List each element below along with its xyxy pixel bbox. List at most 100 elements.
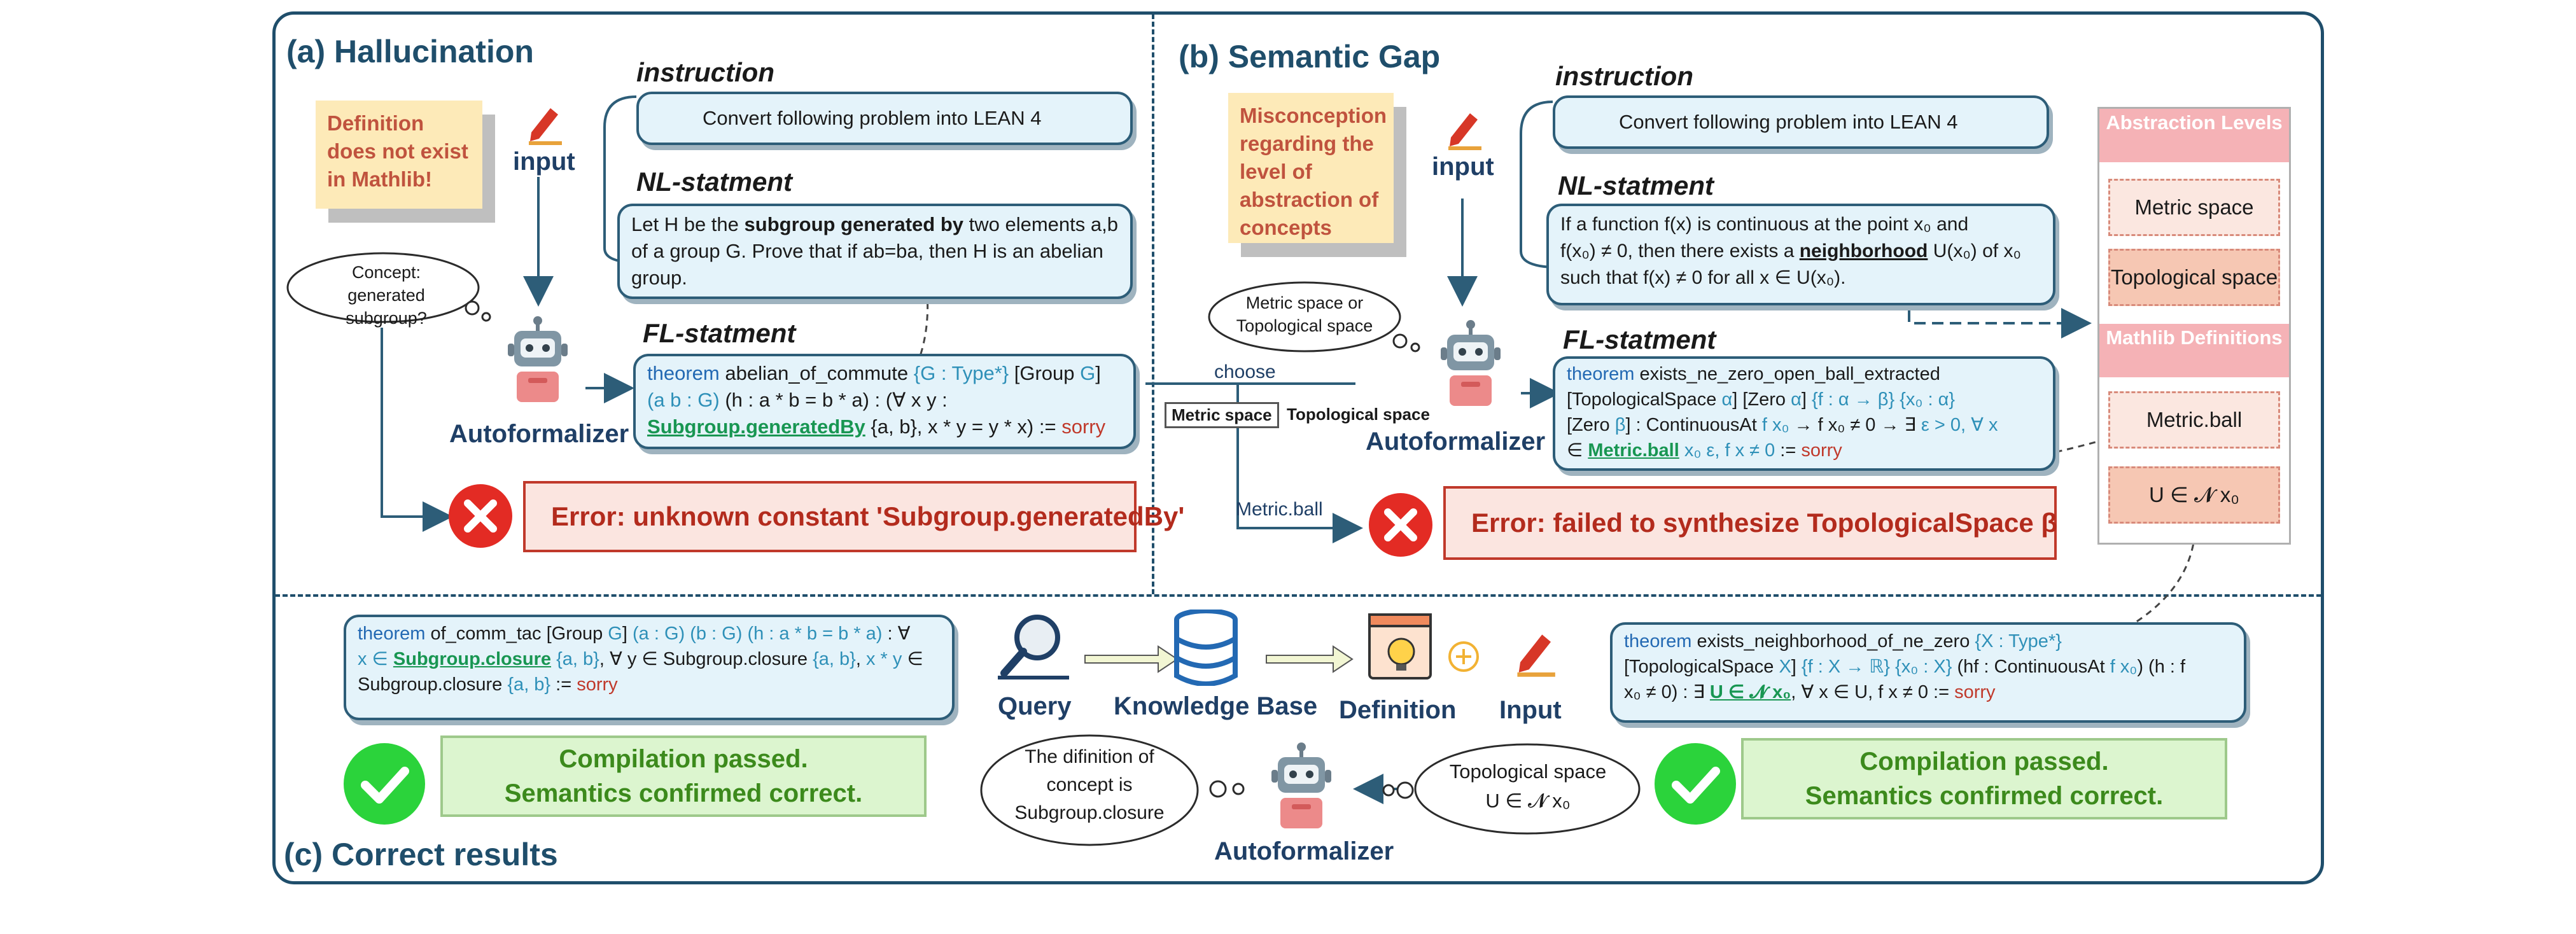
code-part: ε > 0, ∀ x (1921, 415, 1998, 435)
code-part: {f : α → β} {x₀ : α} (1811, 389, 1956, 410)
abstraction-item-metric: Metric space (2108, 179, 2280, 236)
panel-c-right-ok: Compilation passed. Semantics confirmed … (1741, 738, 2227, 819)
code-part: [Zero (1567, 415, 1615, 435)
robot-icon (1266, 741, 1336, 830)
code-name: exists_ne_zero_open_ball_extracted (1634, 364, 1940, 384)
wrong-abstraction-term: Metric.ball (1588, 440, 1679, 461)
panel-b-fl-box: theorem exists_ne_zero_open_ball_extract… (1553, 356, 2055, 471)
panel-b-nl-box: If a function f(x) is continuous at the … (1546, 204, 2055, 305)
panel-divider-vertical (1152, 14, 1154, 594)
code-part: ] (622, 624, 633, 644)
code-part: x * y (865, 649, 902, 669)
panel-divider-horizontal (275, 594, 2321, 597)
nl-line: f(x₀) ≠ 0, then there exists a (1560, 240, 1800, 261)
code-part: of_comm_tac [Group (425, 624, 608, 644)
check-icon (1653, 742, 1737, 826)
code-part: {a, b} (813, 649, 856, 669)
panel-c-title: (c) Correct results (284, 837, 558, 872)
code-part: X (1779, 657, 1791, 677)
panel-b-choice-metric: Metric space (1165, 402, 1279, 428)
code-part: Subgroup.closure (358, 674, 508, 695)
code-part: exists_neighborhood_of_ne_zero (1691, 631, 1975, 652)
code-part: {G : Type*} (913, 362, 1009, 384)
pencil-icon (525, 102, 564, 146)
ok-line: Semantics confirmed correct. (504, 779, 863, 807)
nl-line: If a function f(x) is continuous at the … (1560, 214, 1969, 235)
panel-b-title: (b) Semantic Gap (1179, 39, 1441, 74)
panel-b-agent-label: Autoformalizer (1366, 428, 1546, 456)
code-sorry: sorry (1954, 682, 1996, 702)
database-icon (1171, 608, 1241, 687)
error-x-icon (447, 482, 514, 550)
code-part: , ∀ y ∈ Subgroup.closure (599, 649, 813, 669)
code-part: β (1614, 415, 1626, 435)
mathlib-item-metric-ball: Metric.ball (2108, 391, 2280, 449)
code-part: ] (1095, 362, 1101, 384)
ok-line: Compilation passed. (559, 745, 808, 773)
code-part: (hf : ContinuousAt (1952, 657, 2110, 677)
code-sorry: sorry (1801, 440, 1842, 461)
knowledge-base-label: Knowledge Base (1114, 692, 1318, 720)
panel-a-fl-heading: FL-statment (643, 318, 796, 348)
panel-b-instruction-heading: instruction (1555, 61, 1693, 91)
panel-c-left-ok: Compilation passed. Semantics confirmed … (440, 735, 927, 817)
error-x-icon (1367, 491, 1434, 559)
code-part: [TopologicalSpace (1567, 389, 1722, 410)
mathlib-definitions-header: Mathlib Definitions (2099, 324, 2289, 377)
nl-text-bold: subgroup generated by (744, 213, 963, 235)
code-part: → f x₀ ≠ 0 → ∃ (1789, 415, 1921, 435)
code-part: [TopologicalSpace (1624, 657, 1779, 677)
panel-a-agent-label: Autoformalizer (449, 420, 629, 448)
code-part: G (608, 624, 622, 644)
panel-c-thought-left: The difinition of concept is Subgroup.cl… (975, 729, 1255, 850)
input-label: Input (1499, 696, 1562, 724)
code-part: ] [Zero (1732, 389, 1791, 410)
panel-b-thought-cloud: Metric space or Topological space (1203, 277, 1425, 360)
code-part: ] (1791, 657, 1802, 677)
panel-c-agent-label: Autoformalizer (1214, 837, 1394, 865)
panel-c-right-code: theorem exists_neighborhood_of_ne_zero {… (1610, 622, 2246, 723)
panel-a-note: Definition does not exist in Mathlib! (316, 101, 482, 209)
ok-line: Compilation passed. (1859, 748, 2109, 776)
code-part: [Group (1009, 362, 1081, 384)
nl-neighborhood: neighborhood (1799, 240, 1928, 261)
code-keyword: theorem (1624, 631, 1692, 652)
code-part: α (1791, 389, 1802, 410)
mathlib-item-neighborhood: U ∈ 𝓝 x₀ (2108, 466, 2280, 524)
code-name: abelian_of_commute (719, 362, 914, 384)
code-part: G (1080, 362, 1096, 384)
code-part: f x₀ (2110, 657, 2138, 677)
code-part: {a, b}, x * y = y * x) := (865, 415, 1062, 438)
magnifier-icon (995, 612, 1072, 682)
code-keyword: theorem (358, 624, 426, 644)
correct-term-closure: Subgroup.closure (393, 649, 552, 669)
panel-b-note: Misconception regarding the level of abs… (1228, 93, 1394, 243)
code-sorry: sorry (1061, 415, 1106, 438)
panel-b-input-label: input (1432, 153, 1494, 181)
ok-line: Semantics confirmed correct. (1805, 782, 2164, 810)
panel-a-thought-cloud: Concept: generated subgroup? (281, 248, 498, 331)
panel-a-instruction-box: Convert following problem into LEAN 4 (636, 92, 1133, 145)
panel-a-nl-heading: NL-statment (636, 167, 793, 197)
code-keyword: theorem (647, 362, 720, 384)
code-part: := (1775, 440, 1802, 461)
abstraction-panel: Abstraction Levels Metric space Topologi… (2097, 107, 2291, 545)
definition-icon (1366, 610, 1436, 683)
panel-b-thought-text: Metric space or Topological space (1236, 293, 1373, 335)
plus-icon (1447, 640, 1480, 673)
code-part: {f : X → ℝ} {x₀ : X} (1801, 657, 1952, 677)
nl-text-part: Let H be the (631, 213, 745, 235)
code-part: ) (h : f (2137, 657, 2186, 677)
code-part: (h : a * b = b * a) : (∀ x y : (719, 389, 948, 411)
abstraction-levels-header: Abstraction Levels (2099, 109, 2289, 162)
code-part: {X : Type*} (1975, 631, 2062, 652)
code-part: , ∀ x ∈ U, f x ≠ 0 := (1791, 682, 1955, 702)
nl-line: such that f(x) ≠ 0 for all x ∈ U(x₀). (1560, 267, 1846, 288)
code-part: {a, b} (507, 674, 551, 695)
pencil-icon (1445, 107, 1484, 151)
code-part: (a b : G) (647, 389, 720, 411)
panel-b-fl-heading: FL-statment (1563, 324, 1716, 354)
query-label: Query (998, 692, 1072, 720)
panel-c-thought-right: Topological space U ∈ 𝓝 x₀ (1375, 738, 1655, 840)
panel-a-input-label: input (513, 148, 575, 176)
